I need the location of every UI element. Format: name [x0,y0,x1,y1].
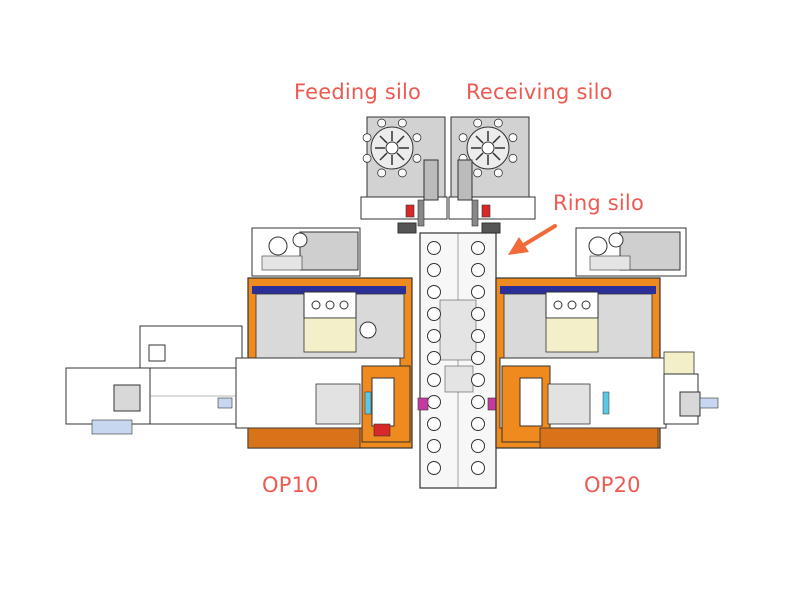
ring-silo-label: Ring silo [553,191,644,215]
silo-hole [397,168,407,178]
silo-hole [493,168,503,178]
silo-hole [412,153,422,163]
silo-hole [473,118,483,128]
receiving-silo-label: Receiving silo [466,80,613,104]
conveyor-roller [427,263,441,277]
conveyor-roller [471,373,485,387]
silo-hole [362,153,372,163]
feeding-silo [360,116,448,234]
op20-station [495,227,719,449]
silo-hole [397,118,407,128]
wheel-spoke [379,135,388,144]
wheel-spoke [396,152,405,161]
conveyor-roller [471,439,485,453]
silo-hole [377,118,387,128]
silo-hole [473,168,483,178]
conveyor-roller [471,395,485,409]
op20-label: OP20 [584,473,641,497]
wheel-spoke [475,135,484,144]
conveyor-roller [427,351,441,365]
conveyor-roller [471,307,485,321]
conveyor-roller [471,417,485,431]
wheel-spoke [492,152,501,161]
conveyor-roller [427,395,441,409]
op10-station [65,227,413,449]
conveyor-roller [471,351,485,365]
conveyor-roller [471,329,485,343]
silo-hole [508,133,518,143]
conveyor-roller [427,285,441,299]
conveyor-roller [427,241,441,255]
arrow-down-left-icon [508,224,557,255]
op10-label: OP10 [262,473,319,497]
silo-hole [508,153,518,163]
wheel-spoke [475,152,484,161]
wheel-spoke [396,135,405,144]
conveyor-roller [471,263,485,277]
conveyor-roller [427,307,441,321]
conveyor-roller [427,373,441,387]
conveyor-roller [427,417,441,431]
wheel-spoke [492,135,501,144]
silo-hole [377,168,387,178]
silo-hole [458,133,468,143]
ring-silo-conveyor [417,232,499,489]
conveyor-roller [471,285,485,299]
conveyor-roller [471,461,485,475]
conveyor-roller [427,329,441,343]
silo-hole [412,133,422,143]
conveyor-roller [427,461,441,475]
silo-hole [493,118,503,128]
conveyor-roller [471,241,485,255]
silo-hole [362,133,372,143]
conveyor-roller [427,439,441,453]
receiving-silo [448,116,536,234]
feeding-silo-label: Feeding silo [294,80,422,104]
wheel-spoke [379,152,388,161]
